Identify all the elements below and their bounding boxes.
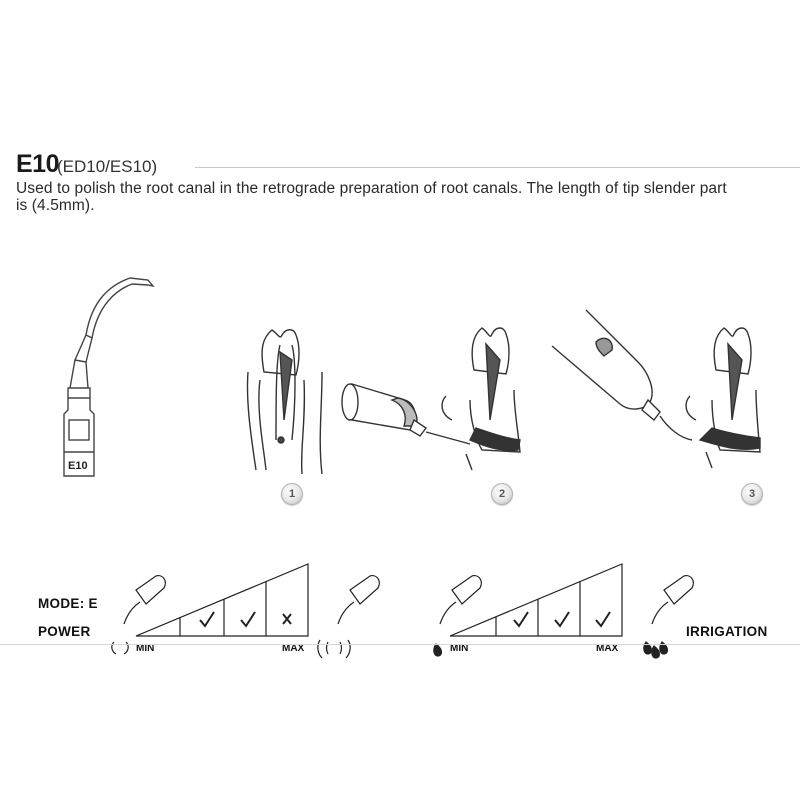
- power-level-marks: [199, 611, 292, 628]
- product-description: Used to polish the root canal in the ret…: [16, 180, 727, 214]
- check-icon: [595, 611, 611, 628]
- irrigation-title: IRRIGATION: [686, 624, 768, 639]
- power-max-label: MAX: [282, 643, 305, 654]
- mode-label: MODE: E: [38, 596, 98, 611]
- tip-label: E10: [68, 460, 88, 472]
- irrigation-max-label: MAX: [596, 643, 619, 654]
- product-code: E10: [16, 150, 59, 178]
- step-badge: 1: [281, 483, 303, 505]
- footer-divider: [0, 644, 800, 645]
- cross-icon: [282, 613, 292, 625]
- power-title: POWER: [38, 624, 91, 639]
- check-icon: [199, 611, 215, 628]
- irrigation-min-label: MIN: [450, 643, 469, 654]
- irrigation-level-marks: [513, 611, 611, 628]
- step-badge: 3: [741, 483, 763, 505]
- product-variants: (ED10/ES10): [57, 157, 158, 176]
- check-icon: [513, 611, 529, 628]
- check-icon: [554, 611, 570, 628]
- step-badge: 2: [491, 483, 513, 505]
- check-icon: [240, 611, 256, 628]
- header-divider: [195, 167, 800, 168]
- power-min-label: MIN: [136, 643, 155, 654]
